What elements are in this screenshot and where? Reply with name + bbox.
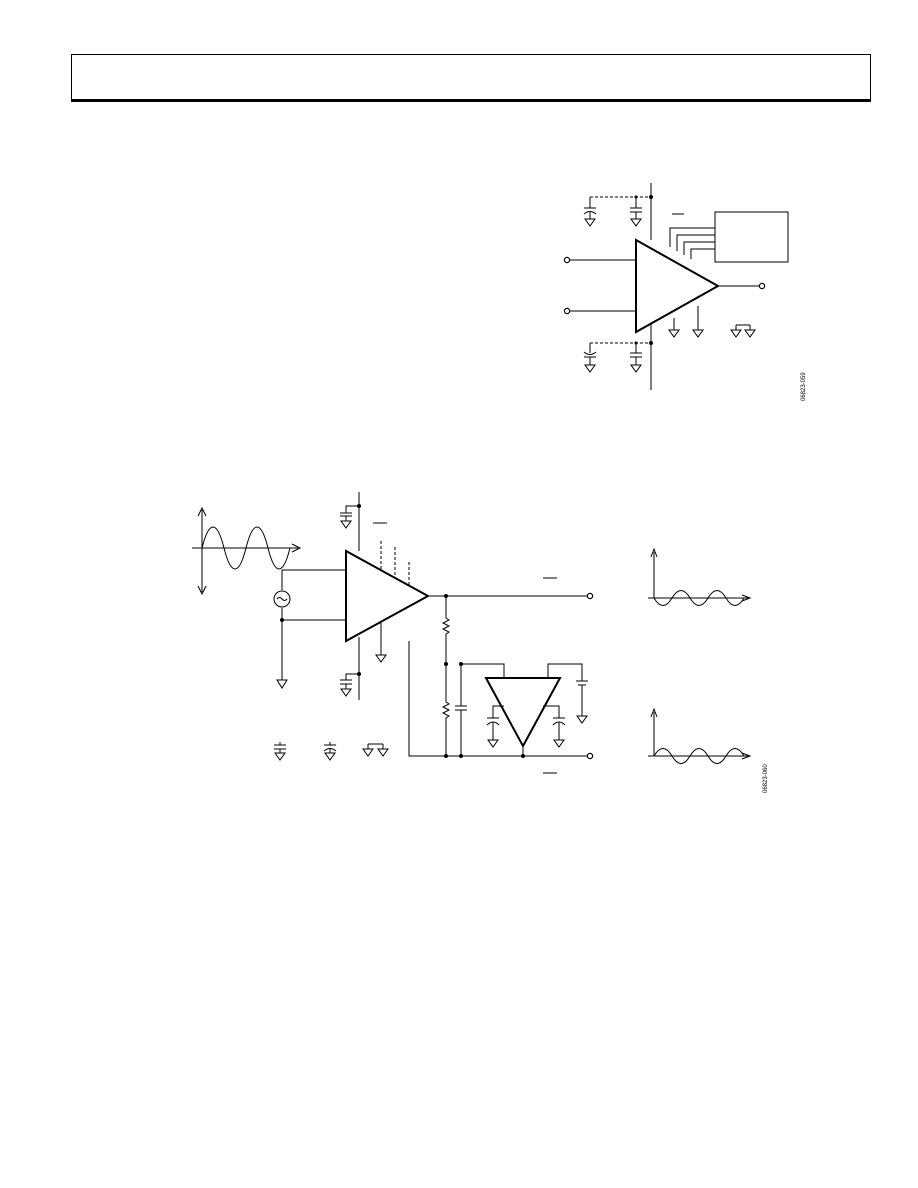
figure-1-schematic: 06823-059 <box>563 183 807 401</box>
legend-symbols <box>274 742 389 761</box>
output-terminal-positive <box>586 592 594 600</box>
input-waveform-plot <box>192 506 302 596</box>
bottom-decoupling-capacitors <box>583 342 651 373</box>
output-waveform-negative <box>648 707 752 764</box>
control-logic-box <box>714 211 789 263</box>
top-decoupling-capacitors <box>583 196 651 227</box>
driver-amplifier-triangle <box>345 549 431 643</box>
figure-1-number: 06823-059 <box>801 372 807 401</box>
buffer-amplifier-triangle <box>484 677 562 749</box>
figure-2-schematic: 06823-060 <box>192 492 769 793</box>
output-terminal <box>758 282 766 290</box>
input-terminal-top <box>563 256 571 264</box>
figure-2-number: 06823-060 <box>763 764 769 793</box>
page-header-box <box>71 54 871 102</box>
output-waveform-positive <box>648 547 752 606</box>
input-terminal-bottom <box>563 307 571 315</box>
output-terminal-negative <box>586 752 594 760</box>
amplifier-triangle <box>635 238 721 334</box>
